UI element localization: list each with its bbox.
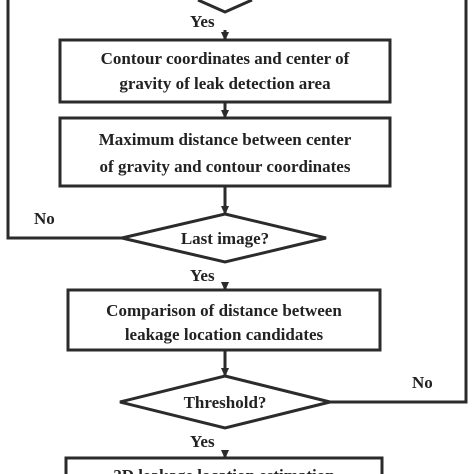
threshold-label: Threshold? — [184, 393, 267, 412]
comparison-line-2: leakage location candidates — [125, 325, 324, 344]
threshold-diamond — [119, 374, 331, 430]
estimation-box — [64, 456, 384, 474]
contour-box — [58, 38, 392, 104]
no-label-left: No — [34, 209, 55, 228]
loop-back-line-left — [6, 0, 122, 240]
contour-line-2: gravity of leak detection area — [119, 74, 331, 93]
contour-line-1: Contour coordinates and center of — [101, 49, 350, 68]
yes-label-top: Yes — [190, 12, 215, 31]
no-label-right: No — [412, 373, 433, 392]
yes-label-middle: Yes — [190, 266, 215, 285]
estimation-label: 2D leakage location estimation — [113, 466, 335, 474]
comparison-line-1: Comparison of distance between — [106, 301, 342, 320]
last-image-diamond — [121, 212, 327, 264]
yes-label-bottom: Yes — [190, 432, 215, 451]
max-distance-box — [58, 116, 392, 188]
max-distance-line-2: of gravity and contour coordinates — [100, 157, 351, 176]
loop-back-line-right — [330, 0, 468, 404]
last-image-label: Last image? — [181, 229, 269, 248]
top-decision-diamond — [197, 0, 253, 14]
max-distance-line-1: Maximum distance between center — [99, 130, 352, 149]
comparison-box — [66, 288, 382, 352]
